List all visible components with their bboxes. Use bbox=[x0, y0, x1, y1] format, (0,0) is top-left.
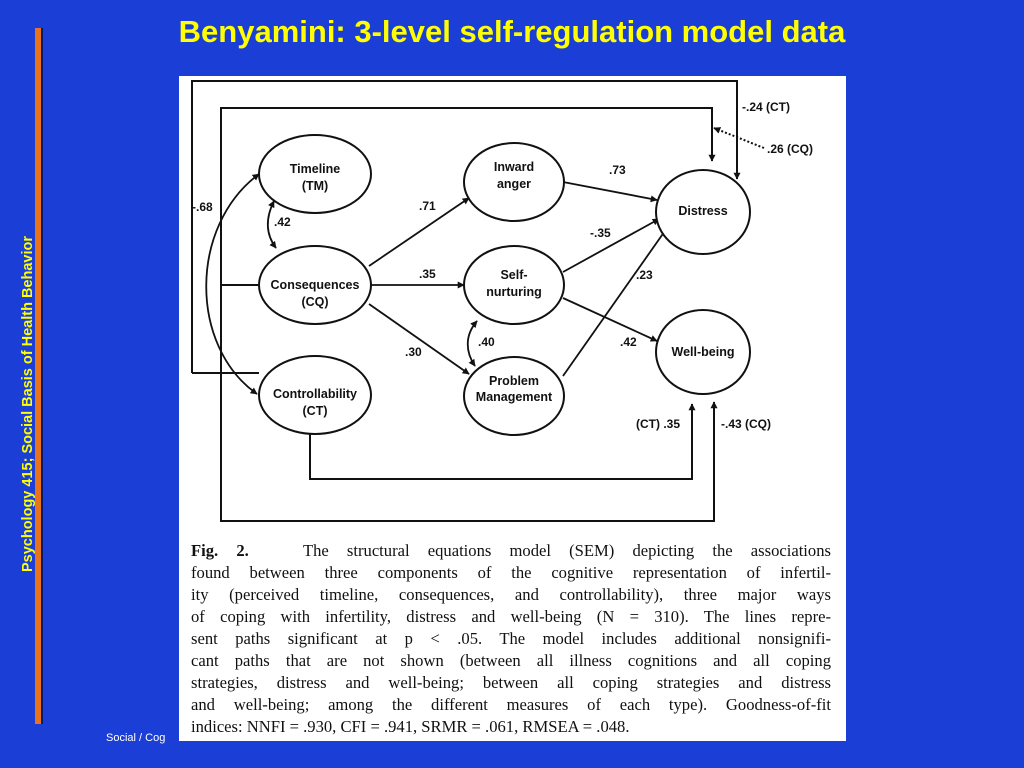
nurturing-wellbeing-arrow bbox=[562, 297, 658, 342]
cq-anger-arrow bbox=[368, 197, 470, 267]
coef-tm-cq: .42 bbox=[274, 215, 291, 229]
coef-nurturing-problem: .40 bbox=[478, 335, 495, 349]
timeline-label-2: (TM) bbox=[302, 179, 328, 193]
coef-cq-nurturing: .35 bbox=[419, 267, 436, 281]
problem-distress-arrow bbox=[562, 227, 668, 377]
caption-line-text: The structural equations model (SEM) dep… bbox=[302, 541, 831, 560]
inner-frame-top-path bbox=[220, 107, 716, 286]
coef-ct-distress: -.24 (CT) bbox=[742, 100, 790, 114]
coef-problem-distress: .23 bbox=[636, 268, 653, 282]
node-self-nurturing bbox=[463, 245, 565, 325]
node-consequences bbox=[258, 245, 372, 325]
figure-caption: Fig. 2. The structural equations model (… bbox=[191, 540, 831, 738]
caption-line: strategies, distress and well-being; bet… bbox=[191, 673, 831, 692]
consequences-label-1: Consequences bbox=[271, 278, 360, 292]
sem-diagram: Timeline (TM) Consequences (CQ) Controll… bbox=[191, 80, 813, 522]
figure-panel: Timeline (TM) Consequences (CQ) Controll… bbox=[179, 76, 846, 741]
node-distress bbox=[655, 169, 751, 255]
coef-cq-anger: .71 bbox=[419, 199, 436, 213]
caption-line: and well-being; among the different meas… bbox=[191, 695, 831, 714]
distress-label: Distress bbox=[678, 204, 727, 218]
node-controllability bbox=[258, 355, 372, 435]
caption-figure-label: Fig. 2. bbox=[191, 541, 249, 560]
tm-cq-curve bbox=[266, 200, 277, 249]
ct-wellbeing-path bbox=[309, 403, 696, 480]
frame-bottom-path bbox=[220, 285, 718, 522]
controllability-label-2: (CT) bbox=[303, 404, 328, 418]
well-being-label: Well-being bbox=[672, 345, 735, 359]
caption-line: of coping with infertility, distress and… bbox=[191, 607, 831, 626]
anger-distress-arrow bbox=[562, 181, 658, 203]
caption-line: ity (perceived timeline, consequences, a… bbox=[191, 585, 831, 604]
self-nurturing-label-2: nurturing bbox=[486, 285, 542, 299]
consequences-label-2: (CQ) bbox=[301, 295, 328, 309]
node-inward-anger bbox=[463, 142, 565, 222]
outer-frame-top-path bbox=[191, 80, 741, 373]
nurturing-distress-arrow bbox=[562, 218, 660, 273]
slide-title: Benyamini: 3-level self-regulation model… bbox=[178, 14, 846, 49]
inward-anger-label-2: anger bbox=[497, 177, 531, 191]
side-course-label: Psychology 415; Social Basis of Health B… bbox=[20, 235, 36, 573]
cq-distress-dotted-path bbox=[713, 127, 765, 149]
problem-management-label-2: Management bbox=[476, 390, 553, 404]
coef-nurturing-distress: -.35 bbox=[590, 226, 611, 240]
footer-text: Social / Cog bbox=[106, 732, 166, 744]
node-timeline bbox=[258, 134, 372, 214]
side-accent-shadow bbox=[41, 28, 43, 724]
caption-line: indices: NNFI = .930, CFI = .941, SRMR =… bbox=[191, 717, 630, 736]
coef-cq-wellbeing: -.43 (CQ) bbox=[721, 417, 771, 431]
coef-cq-distress: .26 (CQ) bbox=[767, 142, 813, 156]
caption-line: cant paths that are not shown (between a… bbox=[191, 651, 831, 670]
caption-line: found between three components of the co… bbox=[191, 563, 831, 582]
problem-management-label-1: Problem bbox=[489, 374, 539, 388]
node-well-being bbox=[655, 309, 751, 395]
coef-tm-ct: -.68 bbox=[192, 200, 213, 214]
tm-ct-curve bbox=[205, 173, 260, 395]
inward-anger-label-1: Inward bbox=[494, 160, 534, 174]
coef-anger-distress: .73 bbox=[609, 163, 626, 177]
timeline-label-1: Timeline bbox=[290, 162, 341, 176]
cq-problem-arrow bbox=[368, 303, 470, 375]
self-nurturing-label-1: Self- bbox=[500, 268, 527, 282]
nurturing-problem-curve bbox=[466, 320, 478, 367]
coef-ct-wellbeing: (CT) .35 bbox=[636, 417, 680, 431]
controllability-label-1: Controllability bbox=[273, 387, 357, 401]
side-accent-bar bbox=[35, 28, 41, 724]
caption-line: sent paths significant at p < .05. The m… bbox=[191, 629, 831, 648]
node-problem-management bbox=[463, 356, 565, 436]
coef-cq-problem: .30 bbox=[405, 345, 422, 359]
coef-nurturing-wellbeing: .42 bbox=[620, 335, 637, 349]
caption-line: Fig. 2. The structural equations model (… bbox=[191, 540, 831, 562]
